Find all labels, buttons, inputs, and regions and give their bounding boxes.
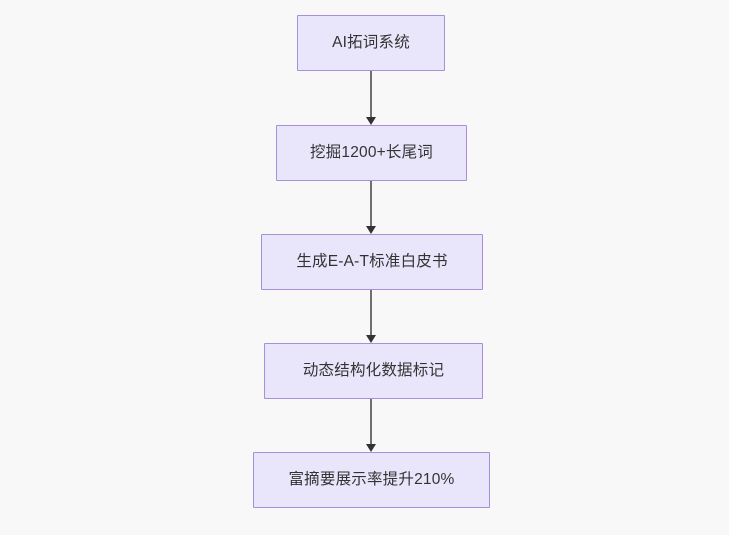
flow-node-generate-eat-whitepaper[interactable]: 生成E-A-T标准白皮书	[261, 234, 483, 290]
arrowhead-icon	[366, 335, 376, 343]
flow-node-label: 挖掘1200+长尾词	[309, 144, 434, 162]
edge-markup-to-uplift	[363, 399, 379, 452]
flow-node-rich-snippet-impression-uplift[interactable]: 富摘要展示率提升210%	[253, 452, 490, 508]
flow-node-mine-longtail-keywords[interactable]: 挖掘1200+长尾词	[276, 125, 467, 181]
flow-node-dynamic-structured-data-markup[interactable]: 动态结构化数据标记	[264, 343, 483, 399]
arrowhead-icon	[366, 117, 376, 125]
flow-node-label: 生成E-A-T标准白皮书	[296, 253, 448, 271]
edge-line	[370, 290, 372, 336]
flow-node-label: 动态结构化数据标记	[302, 362, 445, 380]
edge-mining-to-whitepaper	[363, 181, 379, 234]
edge-line	[370, 181, 372, 227]
edge-line	[370, 399, 372, 445]
flow-node-label: AI拓词系统	[332, 34, 410, 52]
edge-line	[370, 71, 372, 118]
edge-whitepaper-to-markup	[363, 290, 379, 343]
flow-node-label: 富摘要展示率提升210%	[288, 471, 455, 489]
arrowhead-icon	[366, 226, 376, 234]
flow-node-ai-keyword-expansion-system[interactable]: AI拓词系统	[297, 15, 445, 71]
arrowhead-icon	[366, 444, 376, 452]
edge-system-to-mining	[363, 71, 379, 125]
